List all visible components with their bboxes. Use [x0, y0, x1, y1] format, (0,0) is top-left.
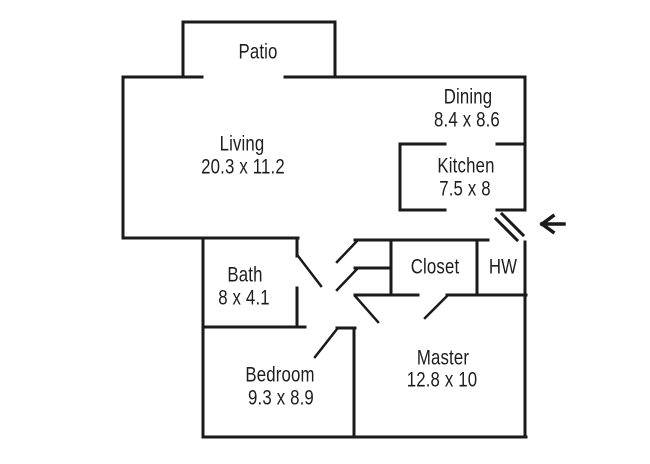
door-leaf	[423, 294, 449, 320]
door-leaf	[353, 294, 380, 324]
room-label-closet: Closet	[410, 255, 460, 279]
room-label-living: Living	[219, 132, 265, 156]
room-dims-bath: 8 x 4.1	[218, 286, 270, 310]
room-label-kitchen: Kitchen	[437, 154, 495, 178]
room-label-bedroom: Bedroom	[245, 363, 315, 387]
room-label-dining: Dining	[443, 85, 493, 109]
room-dims-living: 20.3 x 11.2	[201, 155, 285, 179]
room-dims-kitchen: 7.5 x 8	[439, 177, 491, 201]
door-leaf	[296, 254, 323, 288]
entry-arrow-line	[539, 221, 556, 235]
entry-door-line	[499, 211, 526, 238]
entry-arrow-line	[539, 213, 556, 227]
room-label-hw: HW	[488, 255, 518, 279]
room-label-bath: Bath	[227, 263, 263, 287]
room-label-master: Master	[416, 346, 470, 370]
door-leaf	[335, 267, 359, 292]
entry-door-line	[493, 216, 520, 243]
room-dims-bedroom: 9.3 x 8.9	[248, 386, 314, 410]
room-label-patio: Patio	[238, 40, 278, 64]
door-leaf	[335, 239, 359, 264]
door-leaf	[313, 327, 339, 359]
room-dims-dining: 8.4 x 8.6	[434, 108, 500, 132]
room-dims-master: 12.8 x 10	[406, 368, 478, 392]
